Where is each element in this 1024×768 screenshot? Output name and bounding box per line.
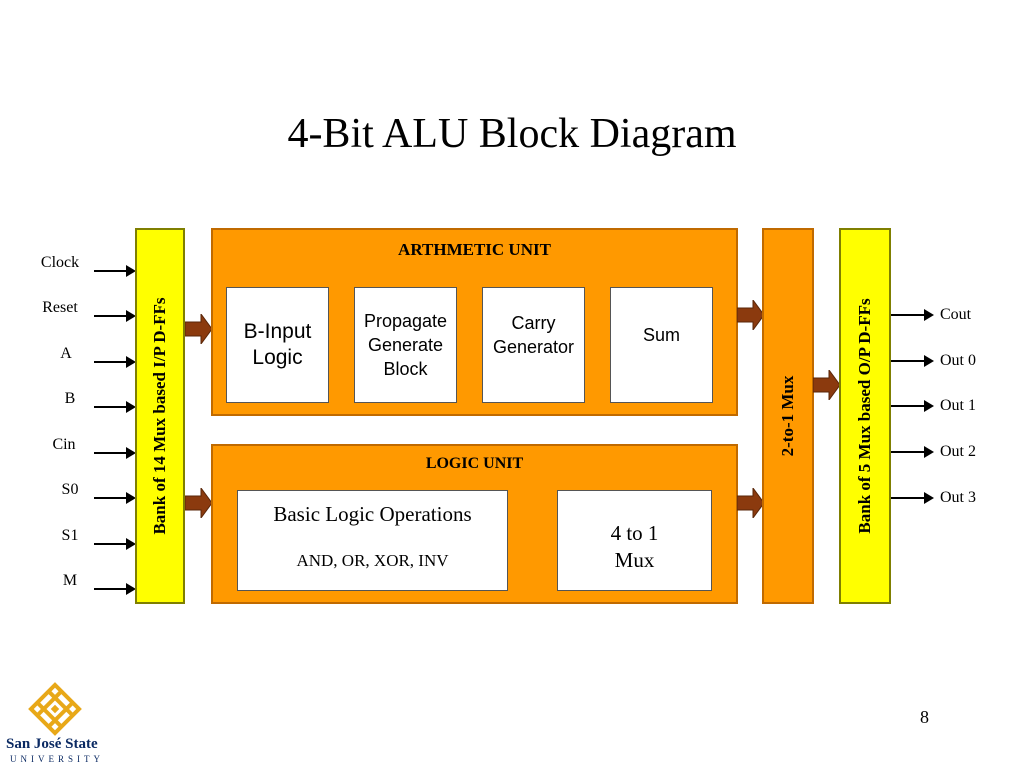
- input-arrow-s1: [94, 543, 128, 545]
- input-arrow-reset: [94, 315, 128, 317]
- b-input-logic-block: B-Input Logic: [226, 287, 329, 403]
- basic-logic-operations-list: AND, OR, XOR, INV: [296, 551, 449, 570]
- logo-name: San José State: [6, 736, 98, 752]
- carry-generator-block: Carry Generator: [482, 287, 585, 403]
- b-input-logic-label: B-Input Logic: [243, 320, 312, 369]
- input-label-cin: Cin: [52, 436, 76, 453]
- output-label-out3: Out 3: [940, 489, 976, 506]
- block-arrow-mux-to-output-bank: [813, 370, 841, 400]
- input-arrow-cin: [94, 452, 128, 454]
- output-arrow-cout: [891, 314, 927, 316]
- block-arrow-bank-to-arithmetic: [185, 314, 213, 344]
- sum-label: Sum: [642, 325, 680, 345]
- input-arrowhead-s0: [126, 492, 136, 504]
- diamond-lattice-icon: [28, 682, 82, 736]
- input-arrowhead-a: [126, 356, 136, 368]
- block-arrow-logic-to-mux: [737, 488, 765, 518]
- input-label-s1: S1: [61, 527, 79, 544]
- input-arrowhead-b: [126, 401, 136, 413]
- output-arrowhead-out1: [924, 400, 934, 412]
- output-arrowhead-out3: [924, 492, 934, 504]
- input-dff-bank-label: Bank of 14 Mux based I/P D-FFs: [150, 297, 169, 535]
- input-arrow-clock: [94, 270, 128, 272]
- input-label-a: A: [60, 345, 72, 362]
- four-to-one-mux-block: 4 to 1 Mux: [557, 490, 712, 591]
- output-arrow-out0: [891, 360, 927, 362]
- input-arrowhead-clock: [126, 265, 136, 277]
- two-to-one-mux-label: 2-to-1 Mux: [778, 375, 797, 457]
- arithmetic-unit-title: ARTHMETIC UNIT: [398, 240, 551, 259]
- arithmetic-unit: ARTHMETIC UNIT B-Input Logic Propagate G…: [211, 228, 738, 416]
- sum-block: Sum: [610, 287, 713, 403]
- propagate-generate-block: Propagate Generate Block: [354, 287, 457, 403]
- input-arrowhead-m: [126, 583, 136, 595]
- logic-unit-title: LOGIC UNIT: [425, 455, 524, 472]
- input-arrow-a: [94, 361, 128, 363]
- output-dff-bank: Bank of 5 Mux based O/P D-FFs: [839, 228, 891, 604]
- output-arrowhead-out0: [924, 355, 934, 367]
- block-arrow-arithmetic-to-mux: [737, 300, 765, 330]
- output-label-out2: Out 2: [940, 443, 976, 460]
- output-label-out0: Out 0: [940, 352, 976, 369]
- input-label-reset: Reset: [42, 299, 78, 316]
- output-arrow-out2: [891, 451, 927, 453]
- propagate-generate-label: Propagate Generate Block: [363, 311, 448, 379]
- output-label-out1: Out 1: [940, 397, 976, 414]
- four-to-one-mux-label: 4 to 1 Mux: [610, 520, 659, 572]
- input-arrow-b: [94, 406, 128, 408]
- basic-logic-operations-title: Basic Logic Operations: [273, 502, 472, 526]
- basic-logic-operations-block: Basic Logic Operations AND, OR, XOR, INV: [237, 490, 508, 591]
- output-dff-bank-label: Bank of 5 Mux based O/P D-FFs: [855, 298, 874, 534]
- output-arrowhead-out2: [924, 446, 934, 458]
- input-label-clock: Clock: [40, 254, 80, 271]
- input-arrowhead-s1: [126, 538, 136, 550]
- page-number: 8: [920, 707, 929, 727]
- slide-title: 4-Bit ALU Block Diagram: [287, 111, 737, 157]
- input-label-b: B: [64, 390, 76, 407]
- input-label-s0: S0: [61, 481, 79, 498]
- input-arrowhead-reset: [126, 310, 136, 322]
- input-arrow-s0: [94, 497, 128, 499]
- output-arrow-out3: [891, 497, 927, 499]
- output-arrowhead-cout: [924, 309, 934, 321]
- input-label-m: M: [62, 572, 78, 589]
- input-arrowhead-cin: [126, 447, 136, 459]
- output-arrow-out1: [891, 405, 927, 407]
- logic-unit: LOGIC UNIT Basic Logic Operations AND, O…: [211, 444, 738, 604]
- output-label-cout: Cout: [940, 306, 972, 323]
- block-arrow-bank-to-logic: [185, 488, 213, 518]
- logo-sub: UNIVERSITY: [10, 754, 104, 764]
- carry-generator-label: Carry Generator: [492, 313, 575, 357]
- input-arrow-m: [94, 588, 128, 590]
- input-dff-bank: Bank of 14 Mux based I/P D-FFs: [135, 228, 185, 604]
- two-to-one-mux: 2-to-1 Mux: [762, 228, 814, 604]
